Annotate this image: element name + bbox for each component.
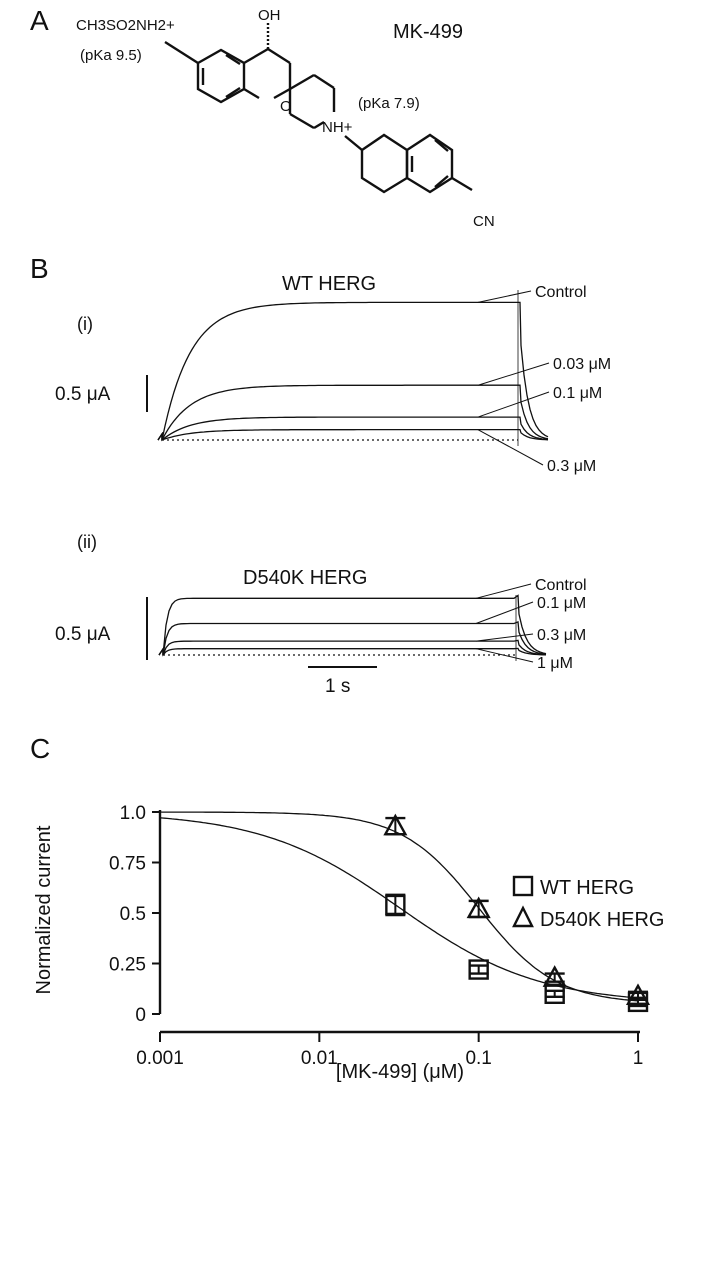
x-tick-label: 0.1 (465, 1048, 491, 1069)
trace-leader-line (477, 290, 532, 303)
panel-b-label: B (30, 253, 49, 284)
legend: WT HERG D540K HERG (512, 875, 665, 931)
data-point-square (468, 959, 489, 980)
panel-c-label: C (30, 733, 50, 764)
pka-sulfonamide: (pKa 9.5) (80, 47, 142, 64)
current-trace (158, 646, 546, 657)
legend-triangle-icon (512, 905, 534, 928)
x-tick-label: 0.01 (301, 1048, 338, 1069)
legend-square-icon (512, 875, 534, 897)
current-trace (157, 384, 549, 441)
trace-leader-line (475, 648, 534, 663)
wt-title: WT HERG (282, 273, 376, 295)
trace-label: 1 μM (537, 655, 573, 672)
trace-label: 0.1 μM (537, 595, 586, 612)
data-point-triangle (466, 896, 491, 919)
trace-label: Control (535, 577, 587, 594)
pka-amine: (pKa 7.9) (358, 95, 420, 112)
data-point-triangle (383, 813, 408, 836)
trace-label: 0.3 μM (537, 627, 586, 644)
amine-label: NH+ (322, 119, 353, 136)
trace-label: 0.3 μM (547, 458, 596, 475)
data-point-triangle (542, 965, 567, 987)
current-trace (157, 301, 549, 441)
scale-current-i: 0.5 μA (55, 384, 111, 405)
y-axis-label: Normalized current (33, 825, 55, 994)
current-trace (158, 594, 547, 656)
oxygen-label: O (280, 98, 292, 115)
sub-i-label: (i) (77, 314, 93, 334)
x-axis-label: [MK-499] (μM) (336, 1061, 464, 1083)
y-tick-label: 0.75 (109, 854, 146, 875)
fit-curve (159, 817, 639, 999)
y-tick-label: 1.0 (120, 803, 146, 824)
nitrile-label: CN (473, 213, 495, 230)
current-trace (157, 416, 549, 442)
trace-leader-line (475, 633, 534, 642)
current-trace (157, 428, 549, 441)
y-tick-label: 0.25 (109, 955, 146, 976)
trace-leader-line (477, 429, 544, 466)
y-tick-label: 0 (135, 1005, 146, 1026)
legend-d540k: D540K HERG (540, 909, 665, 931)
trace-leader-line (475, 583, 532, 599)
legend-wt: WT HERG (540, 877, 634, 899)
sulfonamide-group: CH3SO2NH2+ (76, 17, 175, 34)
traces-wt: Control 0.03 μM 0.1 μM 0.3 μM (157, 284, 611, 475)
trace-leader-line (477, 362, 550, 386)
hydroxyl-label: OH (258, 7, 281, 24)
chemical-structure (164, 22, 473, 194)
fit-curve (159, 811, 639, 1002)
data-point-square (385, 894, 406, 916)
x-tick-label: 0.001 (136, 1048, 184, 1069)
compound-name: MK-499 (393, 21, 463, 43)
trace-label: 0.03 μM (553, 356, 611, 373)
sub-ii-label: (ii) (77, 532, 97, 552)
scale-time-label: 1 s (325, 676, 350, 697)
scale-current-ii: 0.5 μA (55, 624, 111, 645)
d540k-title: D540K HERG (243, 567, 368, 589)
current-trace (158, 639, 547, 656)
x-tick-label: 1 (633, 1048, 644, 1069)
trace-label: Control (535, 284, 587, 301)
dose-response-chart: 0 0.25 0.5 0.75 1.0 0.001 0.01 0.1 1 (109, 803, 651, 1069)
trace-leader-line (475, 601, 534, 624)
trace-label: 0.1 μM (553, 385, 602, 402)
panel-a-label: A (30, 5, 49, 36)
trace-leader-line (477, 391, 550, 418)
current-trace (158, 620, 547, 656)
y-tick-label: 0.5 (120, 904, 146, 925)
data-point-triangle (625, 983, 651, 1006)
